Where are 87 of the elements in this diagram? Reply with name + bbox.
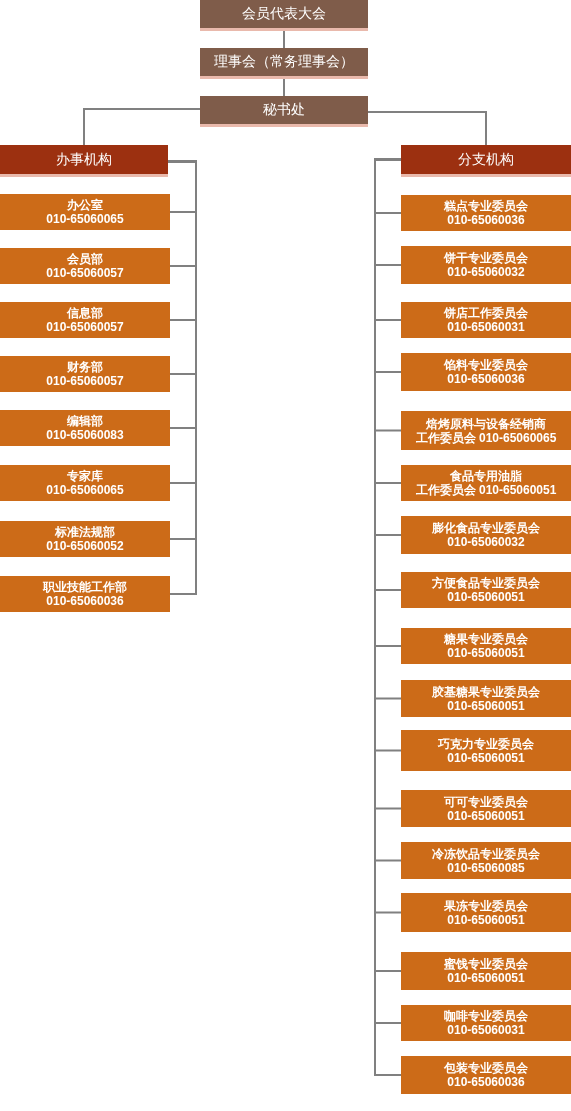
department-box xyxy=(401,246,571,284)
department-box xyxy=(401,572,571,608)
department-name: 编辑部 xyxy=(67,414,103,428)
department-label: 食品专用油脂工作委员会 010-65060051 xyxy=(415,469,557,497)
department-name: 膨化食品专业委员会 xyxy=(432,521,540,535)
branch-header-box xyxy=(0,145,168,174)
box-title: 分支机构 xyxy=(458,150,514,169)
connector-line xyxy=(367,111,487,146)
department-name: 糕点专业委员会 xyxy=(444,199,528,213)
department-name: 冷冻饮品专业委员会 xyxy=(432,846,540,861)
connector-line xyxy=(83,108,201,146)
department-name: 专家库 xyxy=(67,469,103,483)
phone-number: 010-65060051 xyxy=(447,590,525,604)
box-title: 会员代表大会 xyxy=(242,5,326,23)
organization-box xyxy=(200,0,368,28)
department-name: 办公室 xyxy=(67,198,103,212)
department-name: 财务部 xyxy=(67,360,103,374)
department-name: 胶基糖果专业委员会 xyxy=(432,684,540,699)
department-name: 方便食品专业委员会 xyxy=(432,576,540,590)
phone-number: 010-65060051 xyxy=(447,646,525,660)
department-name: 饼店工作委员会 xyxy=(444,306,528,320)
phone-number: 010-65060036 xyxy=(447,213,525,227)
department-box xyxy=(401,893,571,932)
department-box xyxy=(0,356,170,392)
department-name: 糖果专业委员会 xyxy=(444,632,528,646)
department-name: 馅料专业委员会 xyxy=(444,358,528,372)
department-box xyxy=(401,1005,571,1041)
phone-number: 010-65060036 xyxy=(447,372,525,386)
department-box xyxy=(401,952,571,990)
department-name: 职业技能工作部 xyxy=(43,580,127,594)
phone-number: 010-65060057 xyxy=(46,320,124,334)
department-box xyxy=(401,302,571,338)
department-box xyxy=(0,576,170,612)
department-box xyxy=(401,790,571,827)
department-box xyxy=(401,842,571,879)
department-name: 蜜饯专业委员会 xyxy=(444,957,528,971)
department-box xyxy=(0,521,170,557)
department-box xyxy=(401,680,571,717)
connector-line xyxy=(283,30,285,49)
department-name: 果冻专业委员会 xyxy=(444,898,528,913)
department-name: 信息部 xyxy=(67,306,103,320)
phone-number: 010-65060031 xyxy=(447,320,525,334)
phone-number: 010-65060083 xyxy=(46,428,124,442)
phone-number: 010-65060057 xyxy=(46,374,124,388)
phone-number: 010-65060036 xyxy=(46,594,124,608)
branch-header-box xyxy=(401,145,571,174)
department-box xyxy=(401,195,571,231)
department-name: 可可专业委员会 xyxy=(444,794,528,809)
department-box xyxy=(0,410,170,446)
phone-number: 010-65060051 xyxy=(447,971,525,985)
phone-number: 010-65060051 xyxy=(447,912,525,927)
phone-number: 010-65060036 xyxy=(447,1075,525,1089)
department-box xyxy=(401,353,571,391)
department-box xyxy=(401,628,571,664)
phone-number: 010-65060057 xyxy=(46,266,124,280)
phone-number: 010-65060052 xyxy=(46,539,124,553)
department-box xyxy=(0,302,170,338)
department-box xyxy=(401,516,571,554)
department-name: 饼干专业委员会 xyxy=(444,251,528,265)
department-box xyxy=(0,465,170,501)
organization-box xyxy=(200,96,368,124)
department-box xyxy=(401,411,571,450)
department-name: 包装专业委员会 xyxy=(444,1061,528,1075)
department-box xyxy=(0,248,170,284)
department-name: 标准法规部 xyxy=(55,525,115,539)
department-box xyxy=(0,194,170,230)
department-name: 巧克力专业委员会 xyxy=(438,736,534,751)
department-box xyxy=(401,1056,571,1094)
department-box xyxy=(401,730,571,771)
phone-number: 010-65060032 xyxy=(447,265,525,279)
department-label: 焙烤原料与设备经销商工作委员会 010-65060065 xyxy=(415,416,557,445)
phone-number: 010-65060051 xyxy=(447,698,525,713)
phone-number: 010-65060051 xyxy=(447,750,525,765)
phone-number: 010-65060032 xyxy=(447,535,525,549)
box-title: 办事机构 xyxy=(56,150,112,169)
phone-number: 010-65060065 xyxy=(46,212,124,226)
phone-number: 010-65060051 xyxy=(447,808,525,823)
phone-number: 010-65060065 xyxy=(46,483,124,497)
department-name: 咖啡专业委员会 xyxy=(444,1009,528,1023)
phone-number: 010-65060031 xyxy=(447,1023,525,1037)
box-title: 理事会（常务理事会） xyxy=(214,53,354,71)
organization-box xyxy=(200,48,368,76)
department-box xyxy=(401,465,571,501)
phone-number: 010-65060085 xyxy=(447,860,525,875)
connector-line xyxy=(283,78,285,97)
box-title: 秘书处 xyxy=(263,101,305,119)
department-name: 会员部 xyxy=(67,252,103,266)
